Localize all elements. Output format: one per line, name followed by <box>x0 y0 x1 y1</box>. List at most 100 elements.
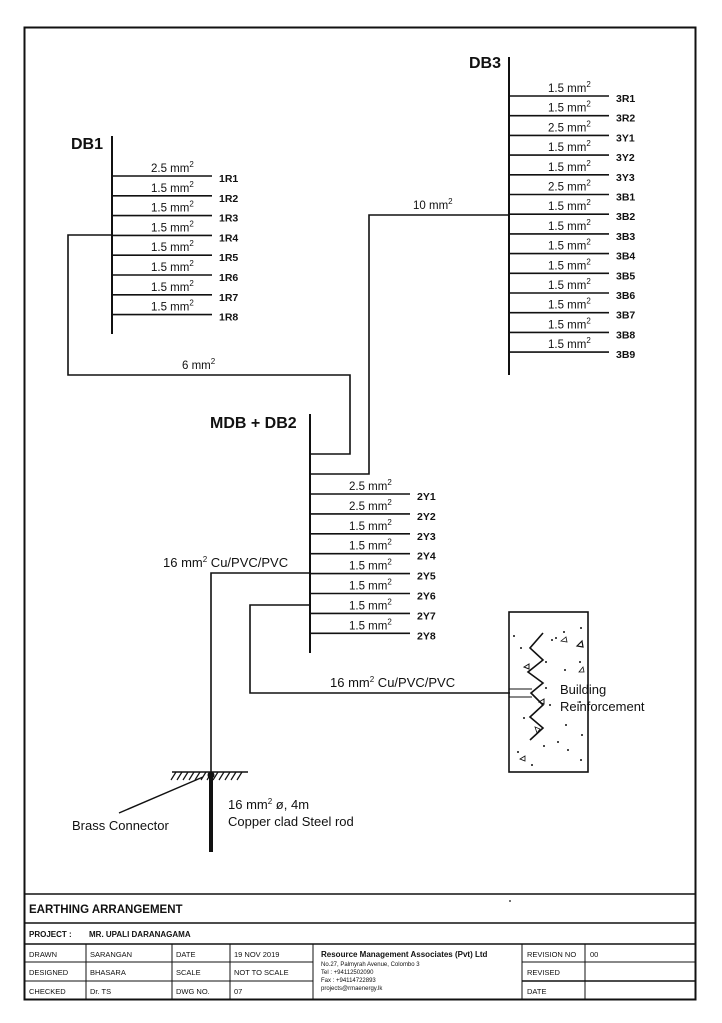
circuit-id: 3B9 <box>616 349 635 361</box>
circuit-id: 3R1 <box>616 93 635 105</box>
circuit-id: 1R7 <box>219 292 238 304</box>
circuit-cable-size: 1.5 mm2 <box>349 617 392 632</box>
circuit-2y7: 1.5 mm2 2Y7 <box>310 597 436 622</box>
feeder-db3-label: 10 mm2 <box>413 197 453 212</box>
date-label: DATE <box>176 950 195 959</box>
circuit-id: 3R2 <box>616 113 635 125</box>
hatch-mark <box>200 771 207 781</box>
circuit-id: 3B6 <box>616 290 635 302</box>
circuit-cable-size: 1.5 mm2 <box>548 218 591 233</box>
circuit-id: 3B7 <box>616 310 635 322</box>
circuit-id: 3Y3 <box>616 172 635 184</box>
circuit-cable-size: 1.5 mm2 <box>548 297 591 312</box>
circuit-id: 3B5 <box>616 270 635 282</box>
circuit-cable-size: 1.5 mm2 <box>349 538 392 553</box>
earth-rod-spec-line1: 16 mm2 ø, 4m <box>228 797 309 812</box>
circuit-id: 2Y2 <box>417 511 436 523</box>
circuit-cable-size: 1.5 mm2 <box>151 219 194 234</box>
date-value: 19 NOV 2019 <box>234 950 279 959</box>
company-name: Resource Management Associates (Pvt) Ltd <box>321 950 488 959</box>
circuit-cable-size: 1.5 mm2 <box>548 159 591 174</box>
circuit-id: 1R8 <box>219 312 238 324</box>
hatch-mark <box>188 771 195 781</box>
circuit-cable-size: 2.5 mm2 <box>548 179 591 194</box>
building-reinforcement-block: Building Reinforcement <box>508 611 645 773</box>
db3-title: DB3 <box>469 55 501 72</box>
circuit-id: 2Y8 <box>417 630 436 642</box>
circuit-id: 2Y6 <box>417 591 436 603</box>
circuit-id: 1R3 <box>219 213 238 225</box>
company-address: No.27, Palmyrah Avenue, Colombo 3 <box>321 962 420 968</box>
circuit-id: 1R6 <box>219 272 238 284</box>
drawn-label: DRAWN <box>29 950 57 959</box>
circuit-id: 3B4 <box>616 251 635 263</box>
circuit-id: 2Y7 <box>417 610 436 622</box>
db1-title: DB1 <box>71 136 103 153</box>
project-value: MR. UPALI DARANAGAMA <box>89 930 191 939</box>
reinforcement-cable <box>249 604 510 694</box>
circuit-2y8: 1.5 mm2 2Y8 <box>310 617 436 642</box>
circuit-3b4: 1.5 mm2 3B4 <box>509 238 635 263</box>
circuit-cable-size: 1.5 mm2 <box>349 597 392 612</box>
revision-no-value: 00 <box>590 950 598 959</box>
circuit-cable-size: 2.5 mm2 <box>151 160 194 175</box>
designed-label: DESIGNED <box>29 968 69 977</box>
hatch-mark <box>182 771 189 781</box>
circuit-id: 2Y3 <box>417 531 436 543</box>
designed-value: BHASARA <box>90 968 126 977</box>
company-email: projects@rmaenergy.lk <box>321 986 383 992</box>
earth-rod-spec-line2: Copper clad Steel rod <box>228 814 354 829</box>
circuit-id: 3Y2 <box>616 152 635 164</box>
reinforcement-label-line1: Building <box>560 682 606 697</box>
dwg-no-label: DWG NO. <box>176 987 210 996</box>
brass-connector-leader <box>118 776 204 814</box>
feeder-db3-cable <box>310 214 509 475</box>
revised-label: REVISED <box>527 968 561 977</box>
circuit-cable-size: 1.5 mm2 <box>151 180 194 195</box>
earth-cable-label: 16 mm2 Cu/PVC/PVC <box>163 555 288 570</box>
circuit-id: 2Y4 <box>417 551 436 563</box>
circuit-3r1: 1.5 mm2 3R1 <box>509 80 635 105</box>
earth-cable <box>210 572 310 772</box>
circuit-id: 3B1 <box>616 192 635 204</box>
circuit-cable-size: 1.5 mm2 <box>548 198 591 213</box>
drawn-value: SARANGAN <box>90 950 132 959</box>
drawing-frame <box>23 26 697 1001</box>
circuit-cable-size: 1.5 mm2 <box>548 100 591 115</box>
circuit-cable-size: 2.5 mm2 <box>349 478 392 493</box>
company-tel: Tel : +94112502090 <box>321 970 374 976</box>
circuit-cable-size: 1.5 mm2 <box>151 239 194 254</box>
circuit-id: 2Y5 <box>417 571 436 583</box>
circuit-3y3: 1.5 mm2 3Y3 <box>509 159 635 184</box>
circuit-2y4: 1.5 mm2 2Y4 <box>310 538 436 563</box>
brass-connector-label: Brass Connector <box>72 818 169 833</box>
circuit-id: 3B8 <box>616 329 635 341</box>
circuit-id: 2Y1 <box>417 491 436 503</box>
circuit-id: 3Y1 <box>616 132 635 144</box>
scale-label: SCALE <box>176 968 201 977</box>
circuit-cable-size: 1.5 mm2 <box>151 259 194 274</box>
hatch-mark <box>218 771 225 781</box>
circuit-cable-size: 1.5 mm2 <box>548 80 591 95</box>
circuit-cable-size: 1.5 mm2 <box>349 578 392 593</box>
circuit-cable-size: 1.5 mm2 <box>548 336 591 351</box>
circuit-1r6: 1.5 mm2 1R6 <box>112 259 238 284</box>
reinforcement-cable-label: 16 mm2 Cu/PVC/PVC <box>330 675 455 690</box>
circuit-1r5: 1.5 mm2 1R5 <box>112 239 238 264</box>
circuit-cable-size: 1.5 mm2 <box>548 238 591 253</box>
drawing-title: EARTHING ARRANGEMENT <box>29 904 183 916</box>
circuit-cable-size: 1.5 mm2 <box>548 316 591 331</box>
project-label: PROJECT : <box>29 930 72 939</box>
circuit-id: 1R5 <box>219 252 238 264</box>
circuit-cable-size: 1.5 mm2 <box>151 200 194 215</box>
